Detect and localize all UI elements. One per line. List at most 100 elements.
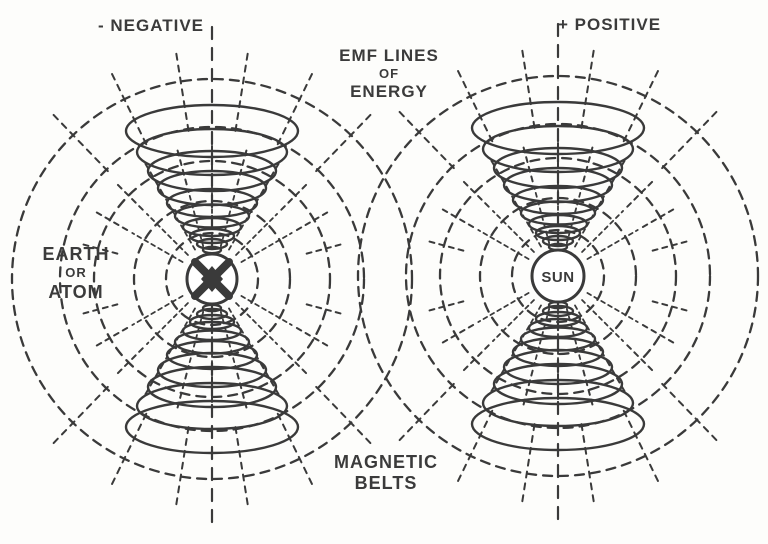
emf-ray	[586, 229, 639, 260]
emf-ray	[51, 112, 109, 173]
emf-ray	[521, 423, 536, 505]
earth-label-line-3: ATOM	[48, 281, 104, 302]
magnetic-label-line-1: MAGNETIC	[334, 452, 438, 472]
emf-ray	[165, 198, 196, 251]
emf-ray	[489, 157, 510, 193]
emf-ray	[425, 239, 465, 252]
emf-ray	[622, 68, 660, 143]
emf-ray	[586, 292, 639, 323]
emf-ray	[477, 292, 530, 323]
emf-ray	[580, 47, 595, 129]
negative-label: - NEGATIVE	[98, 16, 205, 35]
field-ring	[404, 122, 712, 430]
emf-ray	[456, 68, 494, 143]
emf-ray	[511, 304, 542, 357]
emf-ray	[240, 295, 293, 326]
emf-ray	[622, 409, 660, 484]
emf-ray	[651, 300, 691, 313]
emf-ray	[521, 47, 536, 129]
sun-label: SUN	[541, 269, 574, 286]
emf-ray	[565, 186, 583, 245]
emf-ray	[93, 210, 129, 231]
emf-ray	[79, 242, 119, 255]
earth-label-line-2: OR	[65, 264, 87, 280]
cone-coil	[492, 146, 624, 190]
emf-ray	[175, 426, 190, 508]
emf-ray	[626, 344, 656, 374]
emf-ray	[511, 195, 542, 248]
emf-ray	[131, 295, 184, 326]
emf-ray	[456, 409, 494, 484]
emf-ray	[240, 232, 293, 263]
emf-ray	[533, 186, 551, 245]
emf-ray	[276, 71, 314, 146]
emf-ray	[574, 195, 605, 248]
emf-ray	[606, 359, 627, 395]
emf-ray	[641, 207, 677, 228]
emf-ray	[219, 189, 237, 248]
emf-ray	[143, 362, 164, 398]
emf-ray	[661, 109, 719, 170]
emf-ray	[641, 324, 677, 345]
positive-label: + POSITIVE	[558, 15, 662, 34]
emf-ray	[439, 324, 475, 345]
emf-ray	[110, 71, 148, 146]
emf-ray	[581, 210, 624, 253]
earth-atom-core	[185, 252, 239, 306]
emf-ray	[51, 385, 109, 446]
emf-ray	[581, 299, 624, 342]
emf-ray	[565, 307, 583, 366]
emf-ray	[228, 307, 259, 360]
emf-ray	[295, 327, 331, 348]
earth-label-line-1: EARTH	[42, 244, 110, 264]
emf-ray	[315, 112, 373, 173]
emf-ray	[397, 109, 455, 170]
emf-ray	[187, 310, 205, 369]
emf-ray	[305, 303, 345, 316]
emf-ray	[651, 239, 691, 252]
emf-ray	[260, 160, 281, 196]
emf-ray	[235, 213, 278, 256]
emf-ray	[175, 50, 190, 132]
emf-ray	[114, 347, 144, 377]
sun-core: SUN	[530, 248, 586, 304]
emf-ray	[146, 302, 189, 345]
emf-ray	[234, 50, 249, 132]
emf-ray	[492, 210, 535, 253]
emf-ray	[276, 412, 314, 487]
emf-ray	[492, 299, 535, 342]
emf-ray	[235, 302, 278, 345]
emf-ray	[580, 423, 595, 505]
emf-ray	[397, 382, 455, 443]
emf-ray	[315, 385, 373, 446]
emf-ray	[131, 232, 184, 263]
emf-ray	[143, 160, 164, 196]
sun-field	[356, 22, 760, 530]
magnetic-label-line-2: BELTS	[354, 472, 418, 493]
emf-label-line-1: EMF LINES	[339, 46, 439, 65]
cone-coil	[146, 149, 278, 193]
field-ring	[58, 125, 366, 433]
emf-ray	[114, 181, 144, 211]
emf-ray	[626, 178, 656, 208]
emf-ray	[574, 304, 605, 357]
emf-ray	[228, 198, 259, 251]
emf-label-line-3: ENERGY	[350, 82, 428, 102]
emf-ray	[460, 344, 490, 374]
emf-ray	[606, 157, 627, 193]
emf-ray	[477, 229, 530, 260]
emf-ray	[489, 359, 510, 395]
emf-ray	[295, 210, 331, 231]
emf-ray	[280, 181, 310, 211]
emf-ray	[661, 382, 719, 443]
emf-ray	[165, 307, 196, 360]
emf-lines-label: EMF LINES OF ENERGY	[328, 46, 450, 102]
emf-ray	[305, 242, 345, 255]
emf-ray	[110, 412, 148, 487]
earth-atom-field	[10, 25, 414, 533]
magnetic-belts-label: MAGNETIC BELTS	[316, 452, 456, 493]
emf-ray	[425, 300, 465, 313]
emf-ray	[234, 426, 249, 508]
